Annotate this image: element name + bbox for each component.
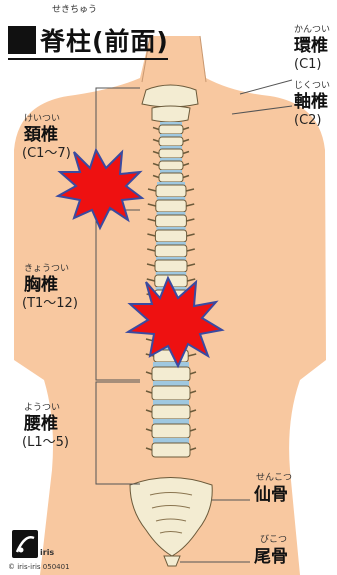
- sacrum-ruby: せんこつ: [256, 474, 292, 483]
- vertebra: [159, 161, 183, 170]
- iris-logo-icon: [12, 530, 38, 558]
- cervical-label: 頚椎: [24, 127, 58, 144]
- vertebra: [155, 245, 187, 257]
- title-text: 脊柱(前面): [40, 29, 169, 54]
- iris-logo: [12, 530, 38, 558]
- axis-label: 軸椎: [294, 94, 328, 111]
- vertebra: [152, 424, 190, 438]
- thoracic-ruby: きょうつい: [24, 265, 69, 274]
- atlas-range: (C1): [294, 58, 322, 71]
- vertebra: [159, 173, 183, 182]
- coccyx-label: 尾骨: [254, 549, 288, 566]
- sacrum-label: 仙骨: [254, 487, 288, 504]
- copyright-text: © iris-iris 050401: [8, 563, 70, 571]
- vertebra: [159, 125, 183, 134]
- title-underline: [8, 58, 168, 60]
- title-ruby: せきちゅう: [52, 6, 97, 15]
- vertebra: [152, 386, 190, 400]
- vertebra: [155, 260, 187, 272]
- lumbar-label: 腰椎: [24, 416, 58, 433]
- vertebra: [156, 200, 186, 212]
- intervertebral-disc: [153, 400, 189, 405]
- intervertebral-disc: [153, 381, 189, 386]
- intervertebral-disc: [153, 362, 189, 367]
- intervertebral-disc: [153, 419, 189, 424]
- vertebra: [152, 405, 190, 419]
- vertebra: [159, 149, 183, 158]
- coccyx-ruby: びこつ: [260, 536, 287, 545]
- thoracic-range: (T1〜12): [22, 297, 78, 310]
- lumbar-ruby: ようつい: [24, 404, 60, 413]
- vertebra: [156, 185, 186, 197]
- intervertebral-disc: [153, 438, 189, 443]
- lumbar-range: (L1〜5): [22, 436, 69, 449]
- vertebra: [155, 230, 186, 242]
- cervical-range: (C1〜7): [22, 147, 71, 160]
- vertebra: [159, 137, 183, 146]
- axis-ruby: じくつい: [294, 82, 330, 91]
- logo-text: iris: [40, 548, 54, 557]
- atlas-ruby: かんつい: [294, 26, 330, 35]
- vertebra: [156, 215, 187, 227]
- cervical-ruby: けいつい: [24, 115, 60, 124]
- page-title: 脊柱(前面): [8, 18, 169, 54]
- axis-range: (C2): [294, 114, 322, 127]
- title-square-icon: [8, 26, 36, 54]
- atlas-label: 環椎: [294, 38, 328, 55]
- thoracic-label: 胸椎: [24, 277, 58, 294]
- vertebra: [152, 367, 190, 381]
- vertebra: [152, 443, 190, 457]
